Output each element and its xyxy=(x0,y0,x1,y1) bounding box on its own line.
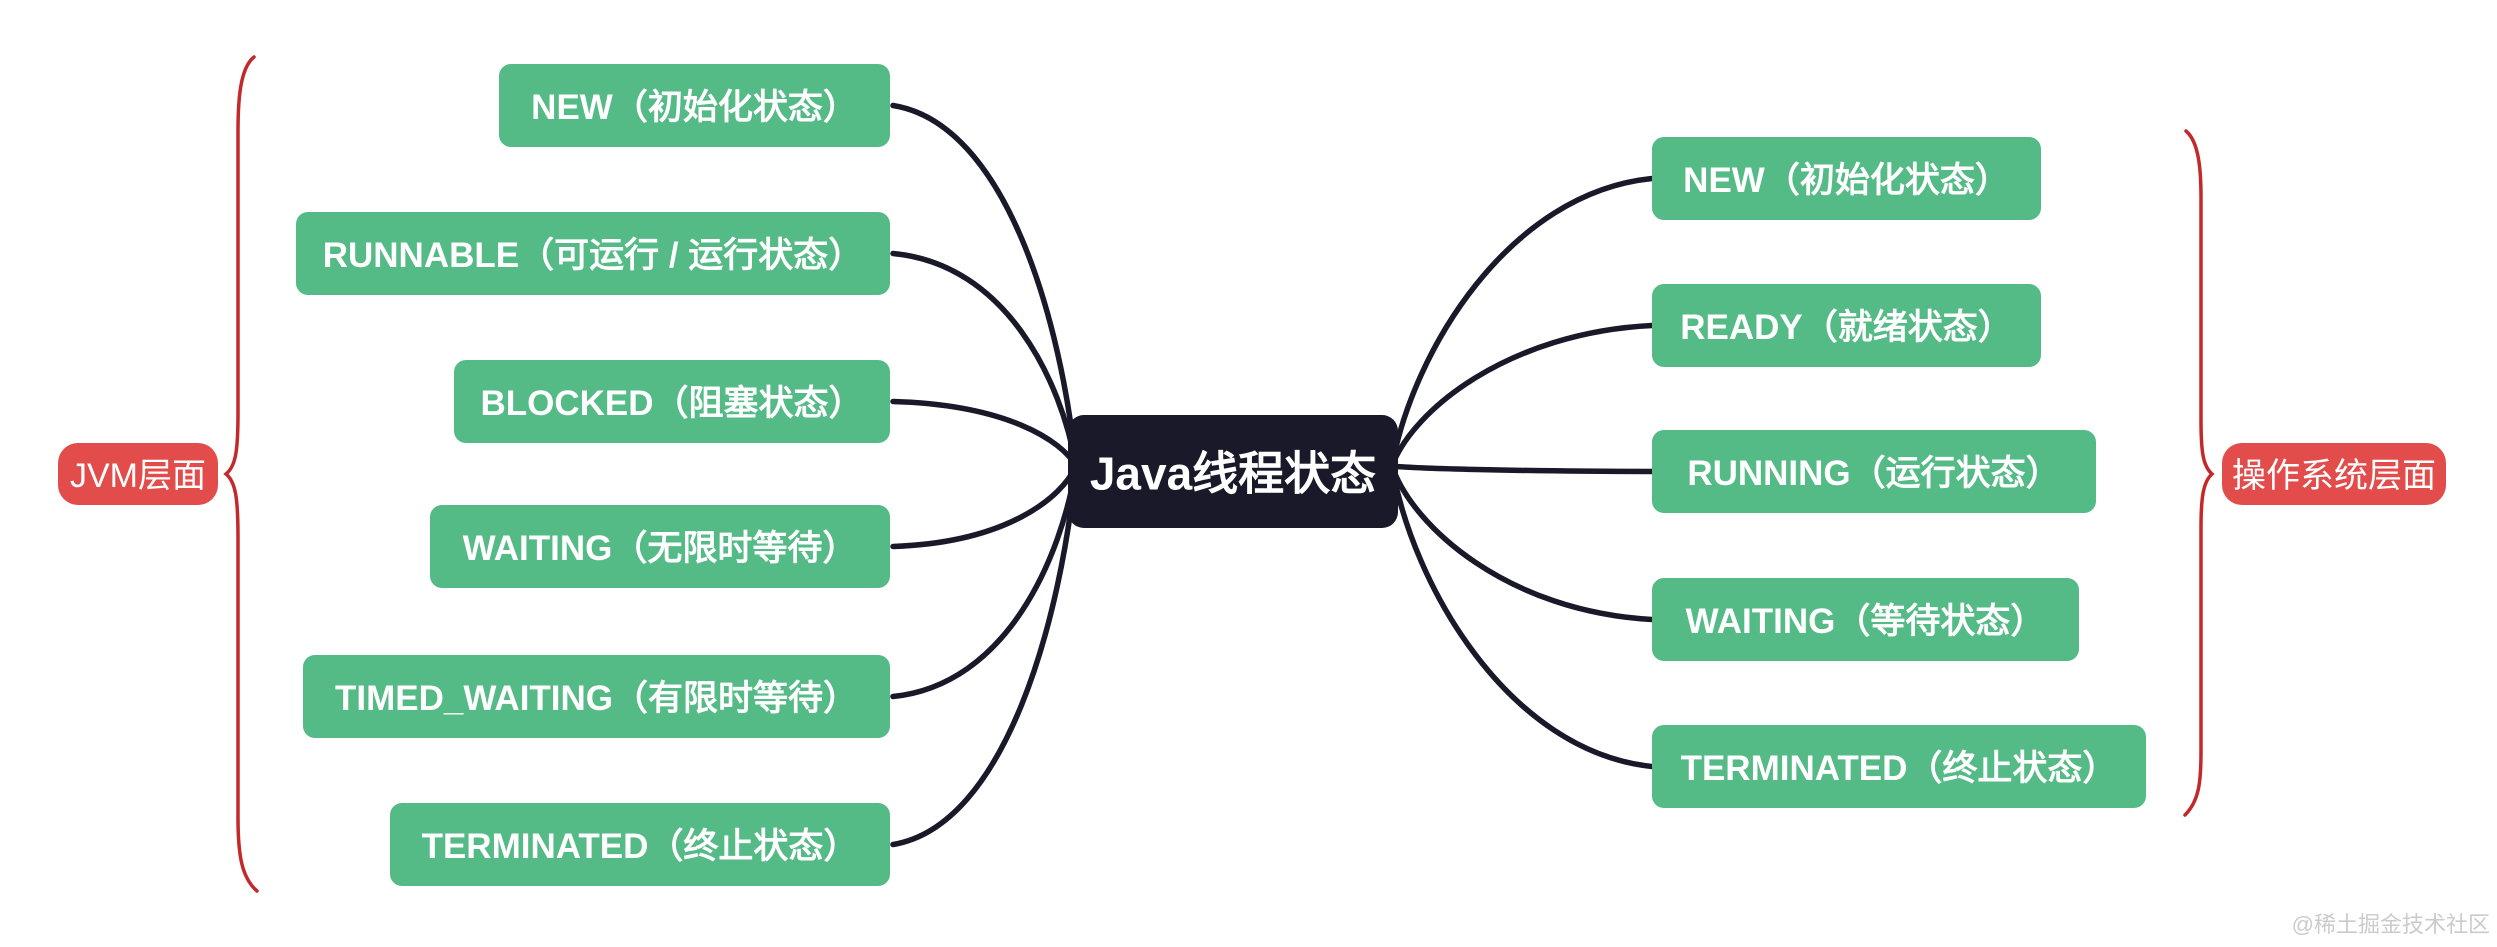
watermark: @稀土掘金技术社区 xyxy=(2292,912,2490,937)
os-state-node-1[interactable]: READY（就绪状态） xyxy=(1652,284,2041,367)
os-state-node-0-label: NEW（初始化状态） xyxy=(1683,161,2010,200)
connector xyxy=(1389,463,1655,475)
connector xyxy=(890,102,1079,469)
os-state-node-3-background xyxy=(1652,578,2079,661)
connector-lines xyxy=(890,102,1655,848)
jvm-level-label-label: JVM层面 xyxy=(70,457,206,495)
jvm-state-node-3[interactable]: WAITING（无限时等待） xyxy=(430,505,890,588)
connector xyxy=(1389,463,1655,770)
os-state-node-3[interactable]: WAITING（等待状态） xyxy=(1652,578,2079,661)
jvm-state-node-5[interactable]: TERMINATED（终止状态） xyxy=(390,803,890,886)
connector xyxy=(890,250,1079,469)
center-node[interactable]: Java线程状态 xyxy=(1068,415,1398,528)
jvm-state-node-4-background xyxy=(303,655,890,738)
center-node-label: Java线程状态 xyxy=(1090,448,1376,500)
jvm-level-label[interactable]: JVM层面 xyxy=(58,443,218,505)
os-level-label-label: 操作系统层面 xyxy=(2232,457,2436,495)
jvm-state-node-0[interactable]: NEW（初始化状态） xyxy=(499,64,890,147)
jvm-state-node-2-label: BLOCKED（阻塞状态） xyxy=(480,384,863,423)
jvm-state-node-4[interactable]: TIMED_WAITING（有限时等待） xyxy=(303,655,890,738)
jvm-state-node-2-background xyxy=(454,360,890,443)
os-state-node-0[interactable]: NEW（初始化状态） xyxy=(1652,137,2041,220)
jvm-state-node-3-background xyxy=(430,505,890,588)
os-state-node-2-background xyxy=(1652,430,2096,513)
connector xyxy=(890,463,1079,848)
os-state-node-4[interactable]: TERMINATED（终止状态） xyxy=(1652,725,2146,808)
connector xyxy=(890,463,1079,700)
os-state-node-4-label: TERMINATED（终止状态） xyxy=(1681,749,2118,788)
jvm-state-node-1-background xyxy=(296,212,890,295)
center-node-background xyxy=(1068,415,1398,528)
os-state-node-0-background xyxy=(1652,137,2041,220)
jvm-state-node-4-label: TIMED_WAITING（有限时等待） xyxy=(335,679,858,718)
os-state-node-1-background xyxy=(1652,284,2041,367)
os-state-node-1-label: READY（就绪状态） xyxy=(1680,308,2013,347)
os-level-label-background xyxy=(2222,443,2446,505)
os-state-node-2-label: RUNNING（运行状态） xyxy=(1687,454,2060,493)
jvm-state-node-2[interactable]: BLOCKED（阻塞状态） xyxy=(454,360,890,443)
jvm-state-node-1[interactable]: RUNNABLE（可运行 / 运行状态） xyxy=(296,212,890,295)
jvm-level-label-background xyxy=(58,443,218,505)
connector xyxy=(1389,322,1655,469)
connector xyxy=(1389,175,1655,469)
left-brace xyxy=(223,55,259,893)
jvm-state-node-0-label: NEW（初始化状态） xyxy=(531,88,858,127)
jvm-state-node-3-label: WAITING（无限时等待） xyxy=(463,529,858,568)
connector xyxy=(1389,463,1655,623)
jvm-state-node-5-background xyxy=(390,803,890,886)
jvm-state-node-1-label: RUNNABLE（可运行 / 运行状态） xyxy=(323,236,864,275)
right-brace xyxy=(2183,129,2215,817)
jvm-state-node-0-background xyxy=(499,64,890,147)
os-state-node-4-background xyxy=(1652,725,2146,808)
jvm-state-node-5-label: TERMINATED（终止状态） xyxy=(422,827,859,866)
os-level-label[interactable]: 操作系统层面 xyxy=(2222,443,2446,505)
os-state-node-3-label: WAITING（等待状态） xyxy=(1686,602,2046,641)
os-state-node-2[interactable]: RUNNING（运行状态） xyxy=(1652,430,2096,513)
